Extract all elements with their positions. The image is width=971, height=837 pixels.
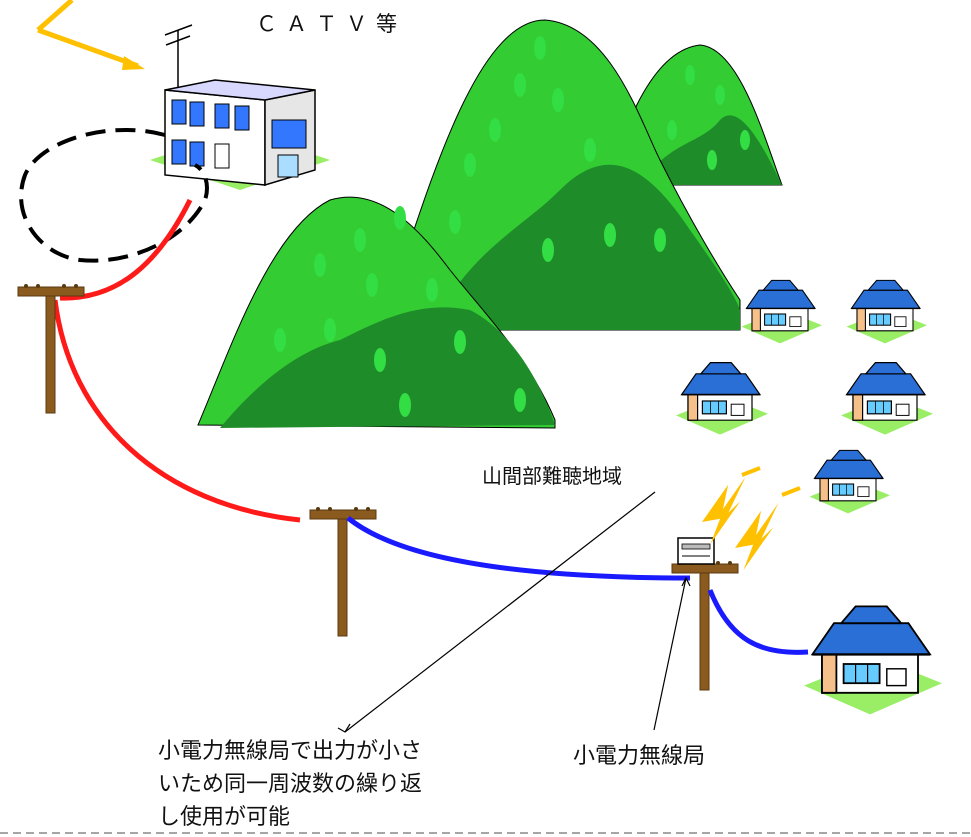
mountain-middle xyxy=(379,19,741,331)
house-4 xyxy=(840,361,934,436)
note-line-1: 小電力無線局で出力が小さ xyxy=(158,739,423,764)
note-line-3: し使用が可能 xyxy=(158,805,291,830)
radio-station-box xyxy=(677,537,715,565)
frequency-reuse-note: 小電力無線局で出力が小さ いため同一周波数の繰り返 し使用が可能 xyxy=(158,735,422,834)
house-1 xyxy=(740,279,823,345)
label-pointer-lines xyxy=(337,491,691,733)
house-6 xyxy=(802,605,944,716)
catv-headend-building xyxy=(150,24,330,190)
catv-label: ＣＡＴＶ等 xyxy=(256,12,406,36)
mountain-area-label: 山間部難聴地域 xyxy=(482,464,622,488)
red-cable xyxy=(52,198,301,523)
house-5 xyxy=(808,449,891,515)
low-power-station-label: 小電力無線局 xyxy=(573,744,706,769)
house-2 xyxy=(845,279,928,345)
tree-spots xyxy=(274,36,750,417)
utility-pole-2 xyxy=(309,506,377,637)
radio-wave-bolts xyxy=(695,466,801,571)
blue-cable xyxy=(346,516,809,655)
mountain-front xyxy=(197,196,556,429)
note-line-2: いため同一周波数の繰り返 xyxy=(158,772,423,797)
utility-pole-1 xyxy=(17,283,85,414)
incoming-signal-wave xyxy=(36,0,145,70)
house-3 xyxy=(675,361,769,436)
headend-dashed-loop xyxy=(19,127,209,263)
